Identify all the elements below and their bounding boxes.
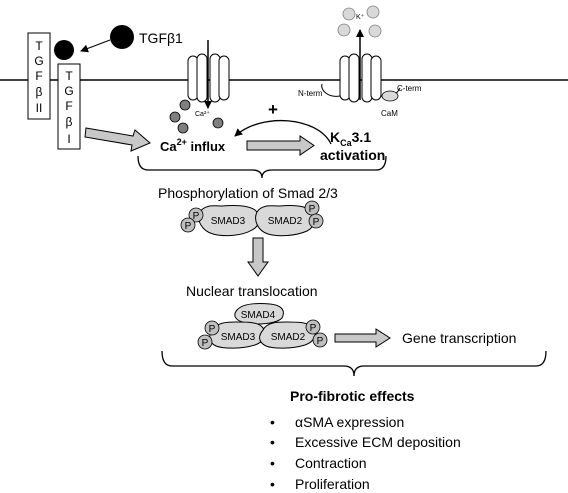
feedback-curved-arrow	[234, 119, 332, 145]
cam-label: CaM	[381, 109, 398, 118]
calcium-influx-label: Ca2+ influx	[160, 137, 226, 154]
tgf-beta-receptor-type-1: T G F β I	[57, 63, 81, 150]
receptor-1-letter-f: F	[65, 99, 72, 113]
effect-bullet: •	[270, 476, 275, 492]
phosphorylation-label: Phosphorylation of Smad 2/3	[158, 185, 338, 201]
receptor-1-letter-beta: β	[66, 115, 73, 129]
receptor-1-letter-g: G	[64, 84, 73, 98]
calcium-ion	[177, 122, 189, 134]
calcium-ion	[212, 117, 224, 129]
converge-bracket-bottom	[161, 350, 547, 377]
smad234-phospho-complex: SMAD4 SMAD3 SMAD2 P P P P	[197, 303, 328, 350]
effect-item-asma: αSMA expression	[295, 414, 404, 430]
smad3-label: SMAD3	[211, 216, 246, 227]
nuclear-translocation-label: Nuclear translocation	[186, 283, 318, 299]
translocation-down-arrow	[247, 237, 269, 277]
smad4-label: SMAD4	[241, 310, 276, 321]
tgf-beta-receptor-type-2: T G F β II	[27, 32, 51, 120]
activation-label: activation	[320, 147, 385, 163]
converge-bracket-top	[137, 155, 387, 179]
ligand-binding-arrow	[80, 39, 111, 53]
tgf-beta1-ligand	[110, 25, 134, 49]
potassium-ion	[366, 5, 380, 19]
receptor-bound-ligand	[54, 40, 74, 60]
tgf-beta1-label: TGFβ1	[139, 30, 183, 46]
receptor-1-letter-t: T	[65, 69, 73, 83]
effect-bullet: •	[270, 434, 275, 450]
phospho-label: P	[313, 217, 320, 228]
effect-item-contraction: Contraction	[295, 455, 367, 471]
smad23-phospho-complex: SMAD3 SMAD2 P P P P	[180, 200, 324, 237]
smad2-label: SMAD2	[268, 216, 303, 227]
positive-feedback-sign: +	[268, 100, 278, 119]
calmodulin	[381, 90, 399, 102]
phospho-label: P	[193, 211, 200, 222]
receptor-1-letter-i: I	[67, 132, 70, 146]
phospho-label: P	[317, 336, 324, 347]
n-term-label: N-term	[298, 89, 323, 98]
kca31-channel	[321, 29, 401, 103]
effect-item-ecm: Excessive ECM deposition	[295, 434, 461, 450]
receptor-2-letter-t: T	[35, 39, 43, 53]
phospho-label: P	[202, 338, 209, 349]
phospho-label: P	[185, 221, 192, 232]
calcium-ion	[179, 99, 191, 111]
calcium-ion-label: Ca²⁺	[195, 110, 210, 118]
phospho-label: P	[309, 204, 316, 215]
pro-fibrotic-title: Pro-fibrotic effects	[290, 388, 415, 404]
phospho-label: P	[209, 324, 216, 335]
receptor-2-letter-beta: β	[36, 85, 43, 99]
effects-list: • αSMA expression • Excessive ECM deposi…	[270, 414, 461, 492]
smad2-label: SMAD2	[271, 332, 306, 343]
receptor-2-letter-g: G	[34, 54, 43, 68]
receptor-2-letter-ii: II	[36, 101, 43, 115]
effect-bullet: •	[270, 414, 275, 430]
kca31-label: KCa3.1	[330, 129, 371, 148]
smad3-label: SMAD3	[221, 332, 256, 343]
phospho-label: P	[310, 323, 317, 334]
receptor-to-calcium-arrow	[84, 127, 151, 152]
calcium-channel	[187, 40, 230, 109]
c-term-label: C-term	[397, 84, 422, 93]
gene-transcription-arrow	[334, 328, 391, 348]
potassium-ion	[337, 23, 351, 37]
potassium-ion	[368, 24, 382, 38]
calcium-ion	[169, 111, 181, 123]
calcium-to-kca-arrow	[246, 135, 315, 156]
potassium-ion-label: K⁺	[356, 13, 365, 21]
gene-transcription-label: Gene transcription	[402, 330, 516, 346]
potassium-ion	[342, 7, 356, 21]
effect-item-proliferation: Proliferation	[295, 476, 370, 492]
receptor-2-letter-f: F	[35, 69, 42, 83]
effect-bullet: •	[270, 455, 275, 471]
